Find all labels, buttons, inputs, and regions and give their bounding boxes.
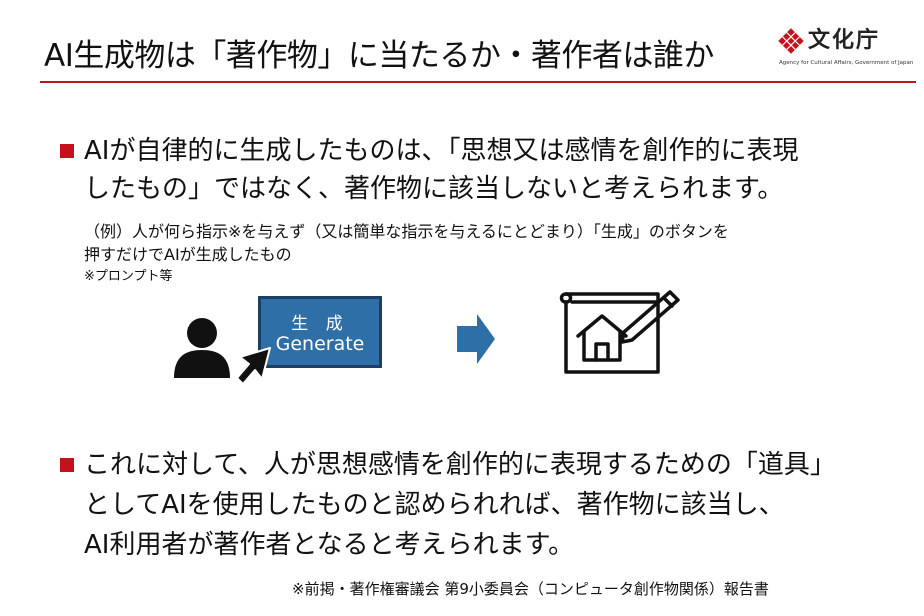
section1-line1: AIが自律的に生成したものは、「思想又は感情を創作的に表現 bbox=[84, 136, 799, 166]
bullet-square bbox=[60, 458, 74, 472]
generate-button-label-ja: 生 成 bbox=[291, 314, 349, 334]
section2-line2: としてAIを使用したものと認められれば、著作物に該当し、 bbox=[84, 490, 785, 520]
blueprint-house-icon bbox=[559, 290, 680, 374]
generate-button: 生 成 Generate bbox=[258, 296, 382, 368]
agency-logo-text: 文化庁 bbox=[808, 28, 881, 53]
person-icon bbox=[174, 318, 230, 378]
bullet-square bbox=[60, 144, 74, 158]
page-title: AI生成物は「著作物」に当たるか・著作者は誰か bbox=[44, 38, 714, 74]
right-arrow-icon bbox=[457, 314, 495, 364]
generate-button-label-en: Generate bbox=[275, 333, 365, 355]
source-footnote: ※前掲・著作権審議会 第9小委員会（コンピュータ創作物関係）報告書 bbox=[292, 580, 769, 598]
example-line2: 押すだけでAIが生成したもの bbox=[84, 245, 292, 264]
section2-line3: AI利用者が著作者となると考えられます。 bbox=[84, 530, 575, 560]
agency-logo: 文化庁 Agency for Cultural Affairs, Governm… bbox=[778, 20, 918, 72]
prompt-note: ※プロンプト等 bbox=[84, 269, 173, 284]
example-line1: （例）人が何ら指示※を与えず（又は簡単な指示を与えるにとどまり）「生成」のボタン… bbox=[84, 222, 729, 241]
section1-line2: したもの」ではなく、著作物に該当しないと考えられます。 bbox=[84, 174, 784, 204]
agency-logo-mark-icon bbox=[778, 28, 804, 54]
title-divider bbox=[40, 81, 916, 83]
section2-line1: これに対して、人が思想感情を創作的に表現するための「道具」 bbox=[84, 450, 836, 480]
mouse-cursor-icon bbox=[236, 347, 271, 385]
agency-logo-subtitle: Agency for Cultural Affairs, Government … bbox=[779, 60, 914, 66]
